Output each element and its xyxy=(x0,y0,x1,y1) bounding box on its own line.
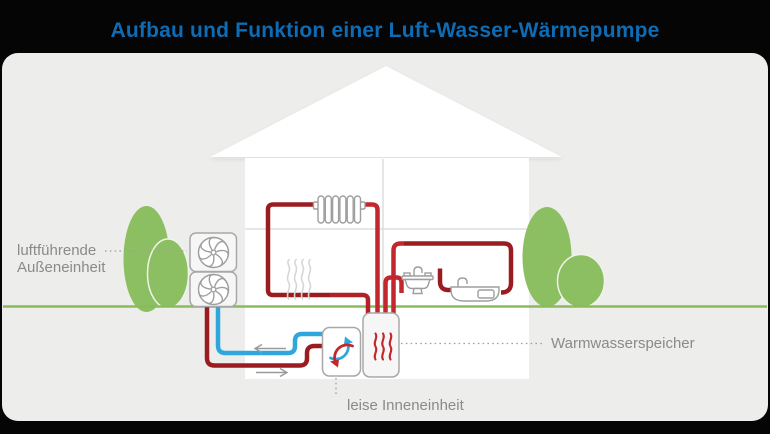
outdoor-unit xyxy=(189,232,238,308)
cold-pipe xyxy=(215,307,325,356)
radiator-return-pipe xyxy=(330,292,371,314)
flow-arrow-right-icon xyxy=(256,367,289,378)
sink-icon xyxy=(401,266,434,295)
radiator-supply-pipe xyxy=(361,202,380,314)
hot-water-circuit xyxy=(383,241,514,314)
sink-tub-pipe xyxy=(437,268,453,293)
tree-icon xyxy=(146,238,190,309)
page-title: Aufbau und Funktion einer Luft-Wasser-Wä… xyxy=(110,19,660,42)
flow-arrow-left-icon xyxy=(253,343,286,354)
leader-lines xyxy=(105,250,543,397)
indoor-unit xyxy=(321,326,362,377)
trees-left xyxy=(123,206,190,312)
radiator-icon xyxy=(312,195,366,224)
tree-icon xyxy=(556,253,606,309)
radiator-return-pipe xyxy=(265,202,330,298)
indoor-unit-label: leise Inneneinheit xyxy=(347,397,464,414)
outdoor-unit-label-line1: luftführende xyxy=(17,242,97,259)
refresh-cycle-icon xyxy=(329,336,354,368)
water-tank xyxy=(362,312,400,378)
bathtub-icon xyxy=(450,277,500,302)
outdoor-unit-label: luftführende Außeneinheit xyxy=(17,242,106,277)
bathroom-riser-pipe xyxy=(391,241,404,314)
outdoor-unit-label-line2: Außeneinheit xyxy=(17,258,106,276)
water-tank-label: Warmwasserspeicher xyxy=(551,335,695,352)
trees-right xyxy=(522,207,606,309)
warm-pipe xyxy=(204,307,325,368)
ground-circuit xyxy=(204,307,325,378)
roof xyxy=(210,66,562,157)
sink-supply-pipe xyxy=(383,275,404,314)
bathroom-loop-pipe xyxy=(404,241,514,295)
heating-circuit xyxy=(265,195,380,314)
